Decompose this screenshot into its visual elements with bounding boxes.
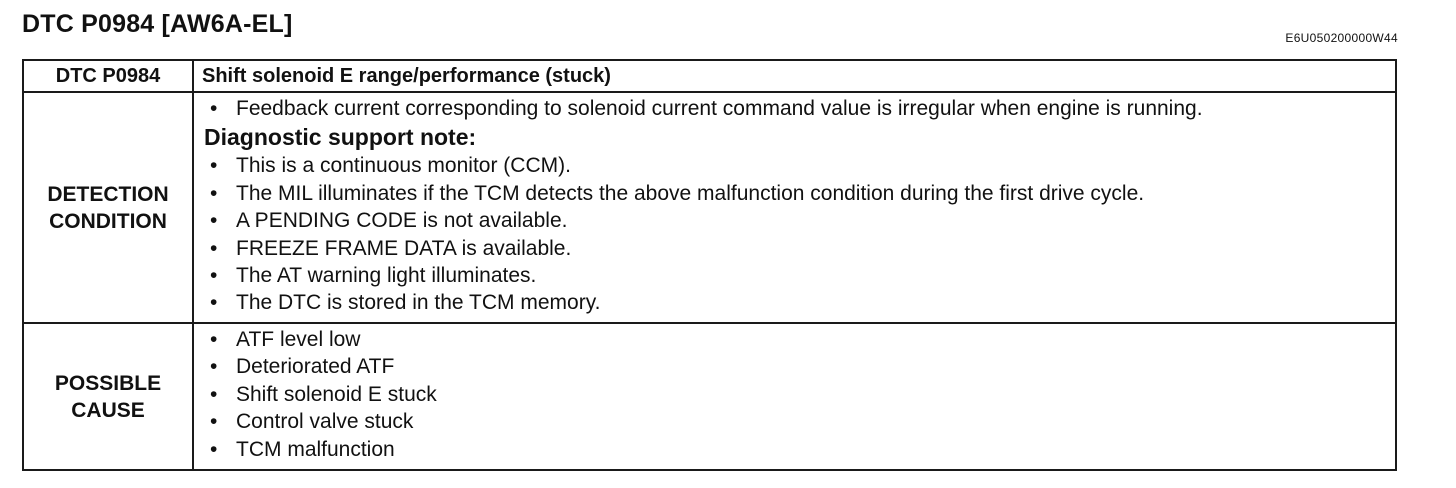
possible-cause-list: ATF level low Deteriorated ATF Shift sol… <box>204 326 1389 463</box>
detection-condition-row: DETECTION CONDITION Feedback current cor… <box>22 91 1397 324</box>
detection-condition-content: Feedback current corresponding to soleno… <box>192 91 1397 324</box>
list-item: Control valve stuck <box>204 408 1389 436</box>
diagnostic-support-list: This is a continuous monitor (CCM). The … <box>204 152 1389 317</box>
list-item: Deteriorated ATF <box>204 353 1389 381</box>
list-item: Shift solenoid E stuck <box>204 381 1389 409</box>
possible-cause-row: POSSIBLE CAUSE ATF level low Deteriorate… <box>22 322 1397 471</box>
page-title: DTC P0984 [AW6A-EL] <box>22 10 293 38</box>
list-item: The DTC is stored in the TCM memory. <box>204 289 1389 317</box>
list-item: Feedback current corresponding to soleno… <box>204 95 1389 123</box>
possible-cause-content: ATF level low Deteriorated ATF Shift sol… <box>192 322 1397 471</box>
table-header-row: DTC P0984 Shift solenoid E range/perform… <box>22 59 1397 93</box>
detection-condition-label: DETECTION CONDITION <box>22 91 194 324</box>
list-item: A PENDING CODE is not available. <box>204 207 1389 235</box>
diagnostic-support-heading: Diagnostic support note: <box>204 124 477 151</box>
dtc-code-cell: DTC P0984 <box>22 59 194 93</box>
detection-primary-list: Feedback current corresponding to soleno… <box>204 95 1389 123</box>
detection-label-line1: DETECTION <box>47 182 169 206</box>
dtc-table: DTC P0984 Shift solenoid E range/perform… <box>22 59 1397 471</box>
document-code: E6U050200000W44 <box>1285 31 1398 45</box>
dtc-description-cell: Shift solenoid E range/performance (stuc… <box>192 59 1397 93</box>
cause-label-line1: POSSIBLE <box>54 371 162 395</box>
cause-label-line2: CAUSE <box>71 398 145 422</box>
detection-label-line2: CONDITION <box>49 209 167 233</box>
list-item: FREEZE FRAME DATA is available. <box>204 235 1389 263</box>
list-item: The AT warning light illuminates. <box>204 262 1389 290</box>
list-item: This is a continuous monitor (CCM). <box>204 152 1389 180</box>
list-item: TCM malfunction <box>204 436 1389 464</box>
list-item: ATF level low <box>204 326 1389 354</box>
list-item: The MIL illuminates if the TCM detects t… <box>204 180 1389 208</box>
possible-cause-label: POSSIBLE CAUSE <box>22 322 194 471</box>
